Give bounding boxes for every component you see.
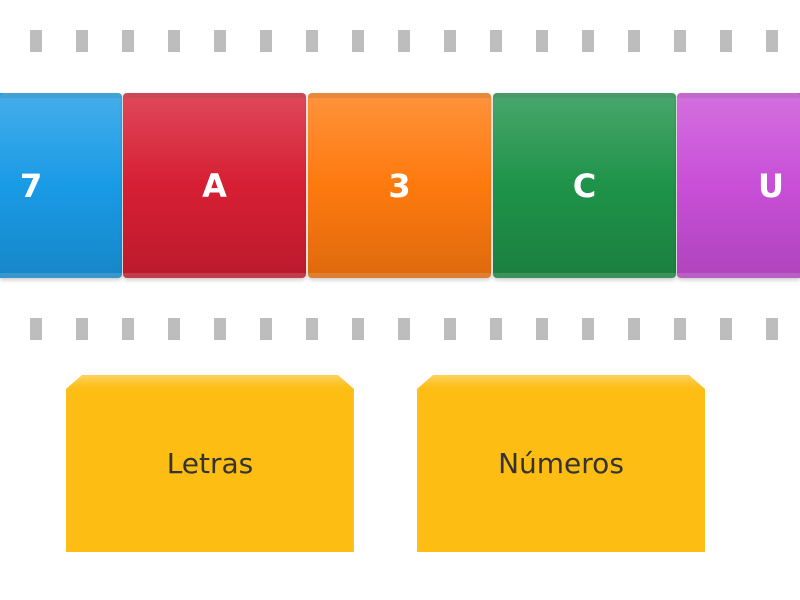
dash-marker — [444, 318, 456, 340]
card-label: 7 — [20, 166, 43, 205]
dash-marker — [720, 318, 732, 340]
dash-marker — [582, 30, 594, 52]
card-c[interactable]: C — [493, 93, 676, 278]
dash-marker — [674, 30, 686, 52]
group-label: Números — [498, 447, 624, 480]
card-3[interactable]: 3 — [308, 93, 491, 278]
group-label: Letras — [166, 447, 254, 480]
dash-marker — [766, 30, 778, 52]
dash-marker — [536, 318, 548, 340]
dash-marker — [30, 30, 42, 52]
dash-marker — [214, 30, 226, 52]
dash-marker — [490, 318, 502, 340]
dash-marker — [398, 30, 410, 52]
dash-marker — [628, 318, 640, 340]
dash-marker — [260, 318, 272, 340]
drop-row-marker-bottom — [0, 318, 800, 340]
dash-marker — [674, 318, 686, 340]
group-numeros[interactable]: Números — [417, 375, 705, 552]
dash-marker — [168, 30, 180, 52]
dash-marker — [352, 30, 364, 52]
dash-marker — [720, 30, 732, 52]
drop-row-marker-top — [0, 30, 800, 52]
dash-marker — [582, 318, 594, 340]
card-7[interactable]: 7 — [0, 93, 122, 278]
group-letras[interactable]: Letras — [66, 375, 354, 552]
card-label: C — [572, 166, 597, 205]
dash-marker — [306, 30, 318, 52]
card-u[interactable]: U — [677, 93, 800, 278]
dash-marker — [76, 30, 88, 52]
dash-marker — [260, 30, 272, 52]
card-label: 3 — [388, 166, 411, 205]
dash-marker — [168, 318, 180, 340]
card-a[interactable]: A — [123, 93, 306, 278]
dash-marker — [122, 318, 134, 340]
dash-marker — [766, 318, 778, 340]
dash-marker — [490, 30, 502, 52]
dash-marker — [122, 30, 134, 52]
dash-marker — [306, 318, 318, 340]
dash-marker — [76, 318, 88, 340]
dash-marker — [536, 30, 548, 52]
card-label: A — [202, 166, 227, 205]
dash-marker — [30, 318, 42, 340]
dash-marker — [628, 30, 640, 52]
dash-marker — [214, 318, 226, 340]
card-label: U — [758, 166, 784, 205]
dash-marker — [444, 30, 456, 52]
dash-marker — [398, 318, 410, 340]
dash-marker — [352, 318, 364, 340]
